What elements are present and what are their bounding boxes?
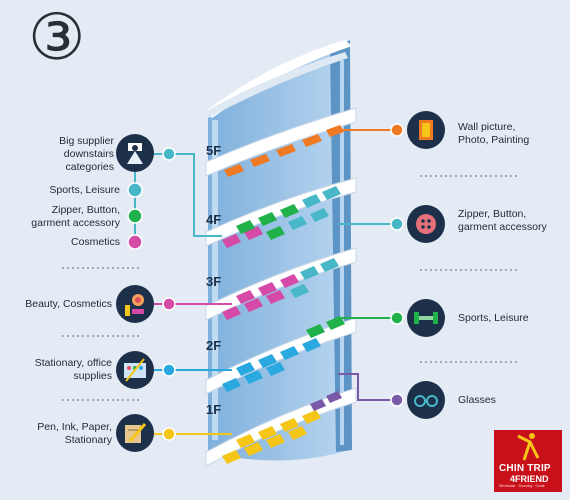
label-big-supplier: Big supplier downstairs categories xyxy=(59,135,114,173)
floor-label-4f: 4F xyxy=(206,212,222,227)
label-pen-ink: Pen, Ink, Paper, Stationary xyxy=(37,421,112,446)
label-wall-picture: Wall picture, Photo, Painting xyxy=(458,121,530,146)
logo-line1: CHIN TRIP xyxy=(499,463,551,474)
floor-label-3f: 3F xyxy=(206,274,222,289)
label-stationary: Stationary, office supplies xyxy=(34,357,112,382)
dividers xyxy=(62,175,520,401)
label-left-cosmetics: Cosmetics xyxy=(70,236,120,248)
glasses-icon xyxy=(407,381,445,419)
building-tower xyxy=(205,40,352,461)
floor-label-2f: 2F xyxy=(206,338,222,353)
step-number: ③ xyxy=(28,1,86,75)
floor-label-1f: 1F xyxy=(206,402,222,417)
wall-picture-icon xyxy=(407,111,445,149)
label-right-zipper: Zipper, Button, garment accessory xyxy=(458,208,547,233)
stationery-icon xyxy=(116,351,154,389)
chinatrip4friend-logo: CHIN TRIP 4FRIEND Wholesale · Sourcing ·… xyxy=(494,430,562,492)
floor-2f-tiles xyxy=(222,316,345,392)
floor-1f-tiles xyxy=(222,391,342,464)
big-supplier-icon xyxy=(116,134,154,172)
label-left-zipper: Zipper, Button, garment accessory xyxy=(31,204,120,229)
button-icon xyxy=(407,205,445,243)
left-dots xyxy=(127,147,176,441)
logo-line2: 4FRIEND xyxy=(510,474,549,484)
logo-tagline: Wholesale · Sourcing · Guide xyxy=(499,484,545,488)
beauty-cosmetics-icon xyxy=(116,285,154,323)
label-left-sports-leisure: Sports, Leisure xyxy=(49,184,120,196)
floor-label-5f: 5F xyxy=(206,143,222,158)
floor-5f-tiles xyxy=(224,125,344,177)
right-connectors xyxy=(336,129,396,401)
label-beauty-cosmetics: Beauty, Cosmetics xyxy=(25,298,112,310)
label-glasses: Glasses xyxy=(458,394,496,406)
floor-3f-tiles xyxy=(222,258,339,320)
label-right-sports-leisure: Sports, Leisure xyxy=(458,312,529,324)
pen-ink-icon xyxy=(116,414,154,452)
dumbbell-icon xyxy=(407,299,445,337)
floor-4f-tiles xyxy=(222,186,341,248)
right-dots xyxy=(390,123,404,407)
